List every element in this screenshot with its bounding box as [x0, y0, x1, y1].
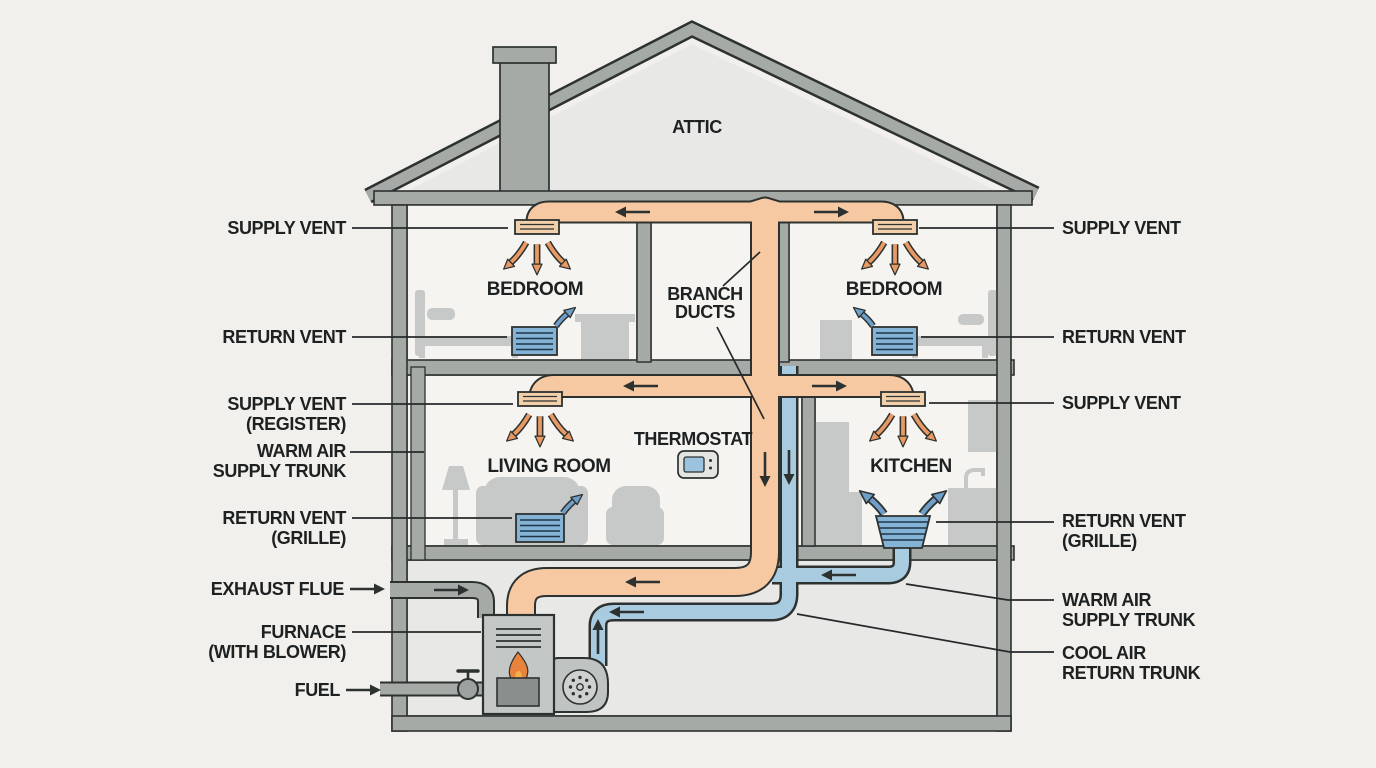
label-return-vent-grille-right: (GRILLE)	[1062, 531, 1137, 551]
blower-fan-dots	[568, 675, 592, 699]
wall-duct-chase	[410, 366, 426, 561]
label-cool-air-return-trunk: COOL AIR	[1062, 643, 1146, 663]
foundation-slab	[391, 715, 1012, 732]
label-furnace: (WITH BLOWER)	[208, 642, 346, 662]
label-return-vent-upper-left: RETURN VENT	[222, 327, 346, 347]
label-bedroom-left: BEDROOM	[487, 279, 583, 300]
label-living-room: LIVING ROOM	[487, 456, 610, 477]
label-warm-air-supply-trunk-right: SUPPLY TRUNK	[1062, 610, 1196, 630]
second-floor-slab	[391, 359, 1015, 376]
cool-air-return-ducts	[588, 366, 912, 666]
label-return-vent-upper-right: RETURN VENT	[1062, 327, 1186, 347]
exhaust-flue-pipe	[390, 581, 495, 618]
supply-vent-bedroom-left	[504, 219, 571, 275]
return-vent-kitchen-floor	[860, 491, 947, 549]
left-exterior-wall	[391, 204, 408, 732]
house-structure	[364, 20, 1040, 732]
interior-wall-kitchen	[801, 374, 816, 547]
label-supply-vent-upper-left: SUPPLY VENT	[227, 218, 346, 238]
label-thermostat: THERMOSTAT	[634, 429, 753, 449]
label-supply-vent-register: (REGISTER)	[246, 414, 346, 434]
supply-vent-living-room	[507, 391, 574, 447]
label-supply-vent-lower-right: SUPPLY VENT	[1062, 393, 1181, 413]
chimney-cap	[492, 46, 557, 64]
label-kitchen: KITCHEN	[870, 456, 952, 477]
return-vent-living-room	[515, 495, 583, 543]
fuel-valve-icon	[457, 678, 479, 700]
supply-vent-bedroom-right	[862, 219, 929, 275]
label-exhaust-flue: EXHAUST FLUE	[211, 579, 345, 599]
attic-space	[407, 44, 997, 191]
label-warm-air-supply-trunk-right: WARM AIR	[1062, 590, 1152, 610]
chimney	[499, 59, 550, 194]
label-return-vent-grille-left: (GRILLE)	[271, 528, 346, 548]
burner-box	[496, 677, 540, 707]
supply-vents	[504, 219, 937, 447]
thermostat-device	[677, 450, 719, 479]
label-warm-air-supply-trunk-left: SUPPLY TRUNK	[213, 461, 347, 481]
furnace-assembly	[456, 613, 609, 716]
label-cool-air-return-trunk: RETURN TRUNK	[1062, 663, 1201, 683]
pointer-arrow-icon	[348, 582, 387, 596]
blower-fan-icon	[562, 669, 598, 705]
leader-lines	[344, 227, 1054, 697]
return-vent-bedroom-right	[854, 308, 918, 356]
labels: ATTIC BEDROOM BEDROOM LIVING ROOM KITCHE…	[208, 117, 1201, 700]
interior-wall-bedroom-left	[636, 204, 652, 363]
label-furnace: FURNACE	[261, 622, 347, 642]
pointer-arrow-icon	[344, 683, 383, 697]
label-fuel: FUEL	[295, 680, 341, 700]
label-return-vent-grille-left: RETURN VENT	[222, 508, 346, 528]
label-supply-vent-register: SUPPLY VENT	[227, 394, 346, 414]
furnace-vent-slits	[496, 628, 541, 648]
return-vents	[511, 308, 947, 549]
label-warm-air-supply-trunk-left: WARM AIR	[257, 441, 347, 461]
label-branch-ducts: BRANCH	[667, 284, 743, 304]
label-supply-vent-upper-right: SUPPLY VENT	[1062, 218, 1181, 238]
thermostat-screen	[683, 456, 705, 473]
label-return-vent-grille-right: RETURN VENT	[1062, 511, 1186, 531]
label-attic: ATTIC	[672, 117, 722, 137]
supply-vent-kitchen	[870, 391, 937, 447]
return-vent-bedroom-left	[511, 308, 576, 356]
label-branch-ducts: DUCTS	[675, 302, 735, 322]
label-bedroom-right: BEDROOM	[846, 279, 942, 300]
roof	[365, 22, 1039, 201]
